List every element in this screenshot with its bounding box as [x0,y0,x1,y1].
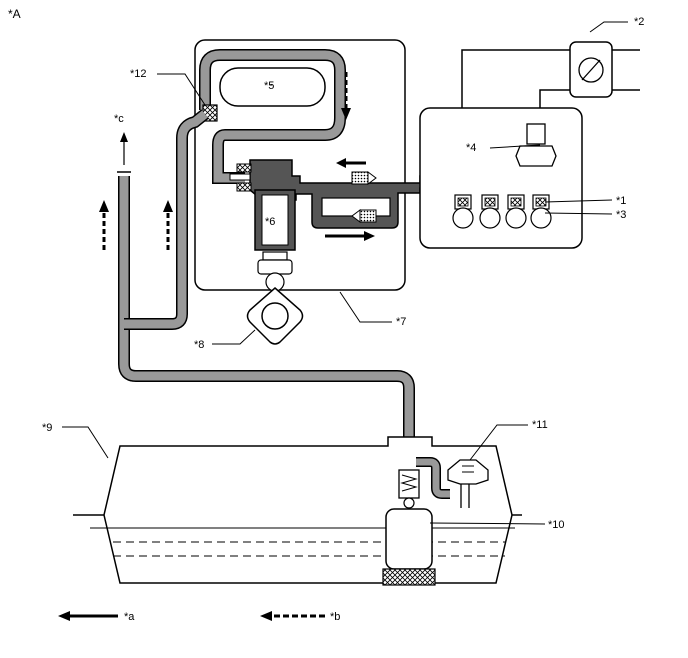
throttle-body [461,41,640,108]
callout-3: *3 [616,209,626,221]
legend-label-a: *a [124,611,135,623]
callout-c: *c [114,113,124,125]
engine-rail-box [419,107,583,249]
metering-valve-lower [236,182,252,192]
callout-4: *4 [466,142,476,154]
main-fuel-pipe [117,109,415,475]
callout-6: *6 [265,216,275,228]
check-valve-outlet [351,171,377,185]
callout-9: *9 [42,422,52,434]
callout-11: *11 [532,419,548,431]
callout-5: *5 [264,80,274,92]
pump-cam [246,287,304,345]
callout-10: *10 [548,519,565,531]
check-valve-inlet [351,209,377,223]
fuel-pressure-sensor [515,123,557,167]
figure-label: *A [8,7,21,21]
fuel-cooler-box [219,67,326,107]
in-tank-fuel-pump [382,469,436,586]
callout-7: *7 [396,316,406,328]
callout-12: *12 [130,68,147,80]
dashed-flow-arrow-up-right [163,200,173,250]
pressure-regulator [416,457,489,508]
leader-lines [62,21,628,525]
dashed-flow-arrow-up-left [99,200,109,250]
fuel-tank [73,436,522,584]
return-loop-pipe [199,49,346,184]
dashed-flow-arrow-down [341,72,351,120]
pump-plunger [254,189,296,292]
fuel-injectors [452,194,552,229]
valve-plunger [229,173,251,181]
vent-arrow-up [120,132,128,165]
legend-dashed-arrow [260,611,325,621]
callout-2: *2 [634,16,644,28]
callout-1: *1 [616,195,626,207]
metering-valve-upper [236,163,252,173]
legend-label-b: *b [330,611,340,623]
legend-solid-arrow [58,611,118,621]
callout-8: *8 [194,339,204,351]
flow-arrow-right [325,231,375,241]
flow-arrow-left [336,158,366,168]
